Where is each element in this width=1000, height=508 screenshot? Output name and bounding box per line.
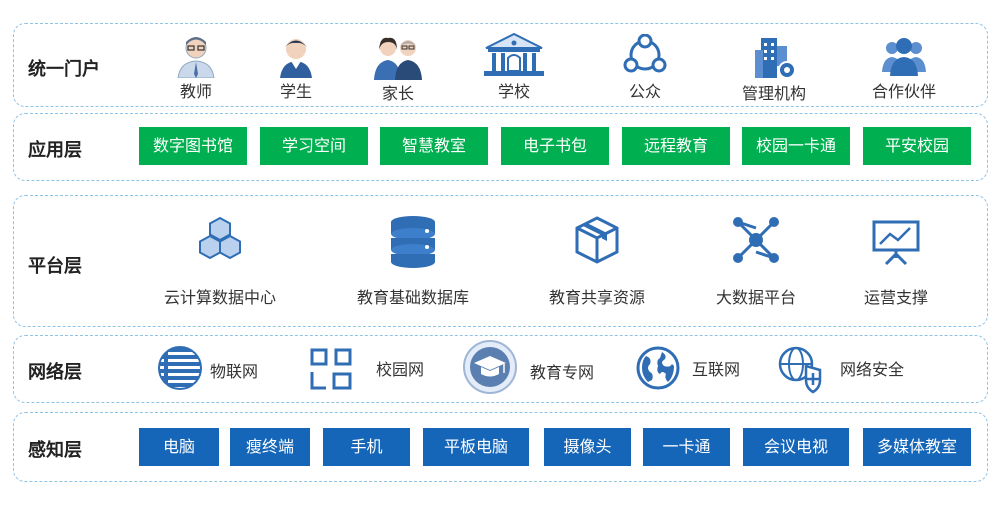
network-layer-label: 网络层 [28,362,82,383]
portal-item-school: 学校 [478,32,550,102]
device-one-card[interactable]: 一卡通 [643,428,730,466]
network-item-campus: 校园网 [308,342,438,394]
portal-layer-label: 统一门户 [28,59,100,80]
portal-label-school: 学校 [497,82,530,101]
portal-item-partner: 合作伙伴 [866,34,942,102]
partner-icon [880,34,928,78]
portal-label-partner: 合作伙伴 [871,82,936,101]
campus-layout-icon [308,346,354,392]
device-mobile-phone[interactable]: 手机 [323,428,410,466]
app-campus-card[interactable]: 校园一卡通 [742,127,850,165]
school-icon [482,32,546,78]
network-label-iot: 物联网 [210,362,259,381]
network-label-security: 网络安全 [840,360,905,379]
platform-label-cloud: 云计算数据中心 [163,288,276,307]
portal-label-public: 公众 [628,82,661,101]
shield-globe-icon [776,344,826,394]
student-icon [274,34,318,78]
portal-item-management: 管理机构 [736,34,812,104]
network-item-security: 网络安全 [776,342,926,394]
network-item-education-net: 教育专网 [462,339,612,397]
portal-item-teacher: 教师 [170,34,222,102]
device-thin-client[interactable]: 瘦终端 [230,428,310,466]
device-multimedia-classroom[interactable]: 多媒体教室 [863,428,971,466]
parents-icon [372,34,424,80]
presentation-board-icon [870,218,922,266]
portal-label-teacher: 教师 [179,82,212,101]
graduation-cap-icon [462,339,518,395]
app-smart-classroom[interactable]: 智慧教室 [380,127,488,165]
portal-item-public: 公众 [620,34,670,102]
management-icon [751,34,797,80]
network-layer [13,335,988,403]
striped-globe-icon [156,344,204,392]
device-camera[interactable]: 摄像头 [544,428,631,466]
earth-icon [634,344,682,392]
portal-label-management: 管理机构 [741,84,806,103]
hexagon-cloud-icon [194,214,246,266]
app-safe-campus[interactable]: 平安校园 [863,127,971,165]
network-label-education-net: 教育专网 [530,363,595,382]
platform-label-big-data: 大数据平台 [715,288,796,307]
app-learning-space[interactable]: 学习空间 [260,127,368,165]
platform-item-operations: 运营支撑 [848,218,944,308]
portal-layer [13,23,988,107]
network-label-internet: 互联网 [692,360,741,379]
device-computer[interactable]: 电脑 [139,428,219,466]
portal-label-student: 学生 [279,82,312,101]
device-tablet[interactable]: 平板电脑 [423,428,529,466]
network-item-internet: 互联网 [634,342,754,394]
perception-layer [13,412,988,482]
platform-label-database: 教育基础数据库 [356,288,469,307]
database-icon [387,214,439,268]
device-video-conference[interactable]: 会议电视 [743,428,849,466]
network-nodes-icon [730,214,782,266]
network-label-campus: 校园网 [376,360,425,379]
portal-label-parents: 家长 [381,84,414,103]
network-item-iot: 物联网 [156,342,276,394]
platform-item-cloud: 云计算数据中心 [150,214,290,308]
platform-label-operations: 运营支撑 [863,288,928,307]
platform-layer [13,195,988,327]
app-digital-library[interactable]: 数字图书馆 [139,127,247,165]
app-e-schoolbag[interactable]: 电子书包 [501,127,609,165]
app-remote-education[interactable]: 远程教育 [622,127,730,165]
portal-item-parents: 家长 [370,34,426,104]
perception-layer-label: 感知层 [28,440,82,461]
public-icon [622,34,668,78]
application-layer [13,113,988,181]
platform-item-shared-resources: 教育共享资源 [530,214,664,308]
platform-layer-label: 平台层 [28,256,82,277]
platform-item-database: 教育基础数据库 [340,214,486,308]
portal-item-student: 学生 [272,34,320,102]
cube-box-icon [571,214,623,266]
platform-label-shared-resources: 教育共享资源 [548,288,645,307]
platform-item-big-data: 大数据平台 [700,214,812,308]
teacher-icon [174,34,218,78]
application-layer-label: 应用层 [28,140,82,161]
